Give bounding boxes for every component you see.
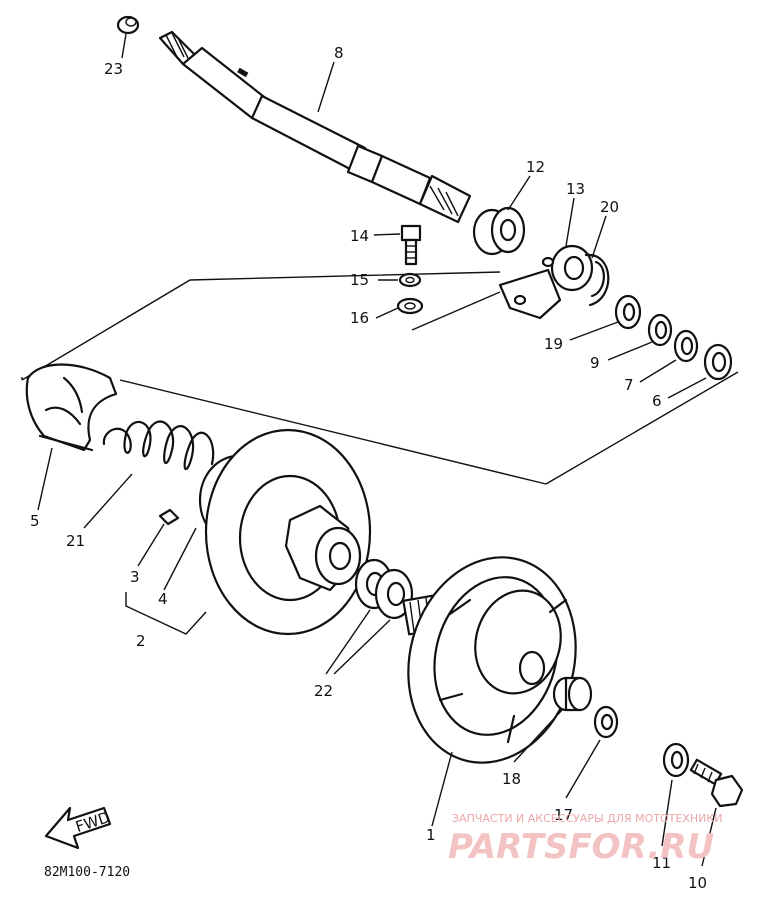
callout-3: 3 [130,568,140,586]
callout-22: 22 [314,682,333,700]
watermark: ЗАПЧАСТИ И АКСЕССУАРЫ ДЛЯ МОТОТЕХНИКИ PA… [448,812,722,867]
leader-lines [37,33,717,867]
fwd-label: FWD [73,808,112,836]
assembly-frame [21,271,739,485]
plain-washer-part [396,297,424,315]
callout-19: 19 [544,335,563,353]
spacer-part [354,558,414,620]
collar-part [552,676,593,712]
bracket-part [498,244,594,320]
washer-17-part [593,705,619,739]
fixed-sheave-part [402,556,577,764]
callout-15: 15 [350,271,369,289]
sheave-disc-part [198,428,372,636]
callout-18: 18 [502,770,521,788]
watermark-brand: PARTSFOR.RU [448,827,714,867]
callout-8: 8 [334,44,344,62]
washer-9-part [647,313,673,347]
callout-9: 9 [590,354,600,372]
callout-7: 7 [624,376,634,394]
spring-part [102,420,215,470]
cap-part [116,15,140,35]
callout-17: 17 [554,806,573,824]
callout-20: 20 [600,198,619,216]
washer-11-part [662,742,690,778]
washer-7-part [673,329,699,363]
cam-part [25,363,118,452]
callout-5: 5 [30,512,40,530]
clip-part [584,253,610,307]
callout-21: 21 [66,532,85,550]
watermark-tagline: ЗАПЧАСТИ И АКСЕССУАРЫ ДЛЯ МОТОТЕХНИКИ [452,812,722,825]
callout-14: 14 [350,227,369,245]
fwd-arrow-icon: FWD [44,806,112,850]
bolt-10-part [689,758,744,808]
callout-10: 10 [688,874,707,892]
callout-4: 4 [158,590,168,608]
callout-11: 11 [652,854,671,872]
spring-washer-part [398,272,422,288]
callout-labels: 23 8 12 13 20 14 15 16 19 9 7 6 5 21 3 4… [30,44,707,892]
callout-12: 12 [526,158,545,176]
callout-1: 1 [426,826,436,844]
callout-23: 23 [104,60,123,78]
diagram-code: 82M100-7120 [44,865,130,880]
callout-16: 16 [350,309,369,327]
callout-6: 6 [652,392,662,410]
shaft-part [158,30,472,224]
callout-13: 13 [566,180,585,198]
callout-2: 2 [136,632,146,650]
washer-19-part [614,294,642,330]
washer-6-part [703,343,733,381]
bearing-part [472,206,526,256]
bolt-part [400,224,422,266]
key-part [158,508,180,526]
